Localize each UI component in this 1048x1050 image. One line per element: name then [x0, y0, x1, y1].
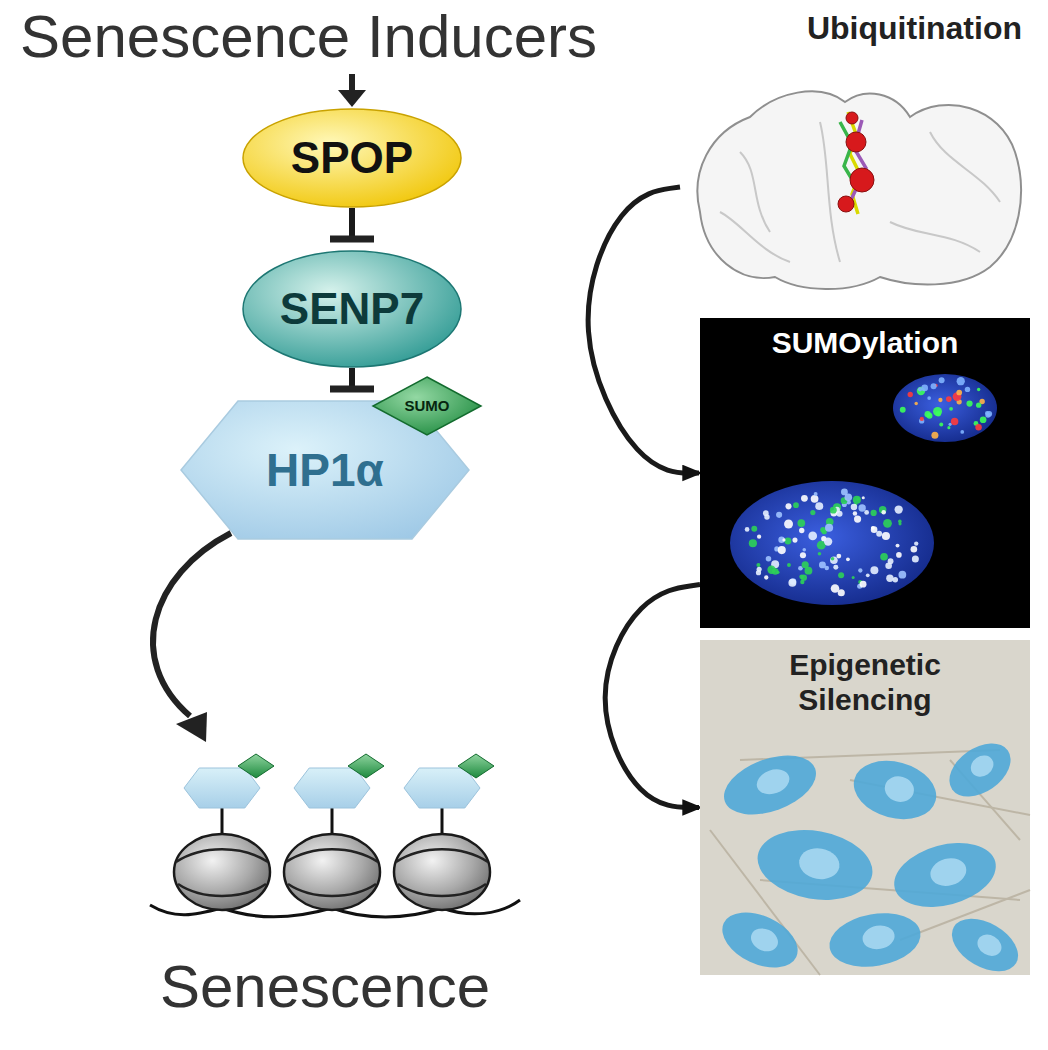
node-label: SENP7 — [280, 284, 424, 335]
inhibition-connector — [349, 208, 355, 239]
microscopy-panel: SUMOylation — [700, 318, 1030, 628]
node-label: Ubiquitination — [807, 10, 1022, 47]
curved-arrow — [153, 533, 231, 716]
protein-ellipse: SPOP — [242, 108, 462, 208]
curved-connector — [588, 187, 699, 473]
nucleosome-group — [174, 754, 494, 910]
staining-panel: Epigenetic Silencing — [700, 640, 1030, 975]
node-label: Epigenetic Silencing — [730, 648, 1000, 717]
node-label: SUMO — [405, 397, 450, 414]
nucleosome — [394, 754, 494, 910]
stained-cells — [710, 732, 1030, 982]
induction-arrow — [349, 74, 355, 92]
protein-ellipse: SENP7 — [242, 250, 462, 368]
arrowhead — [176, 712, 207, 742]
inhibition-connector — [349, 368, 355, 389]
nucleosome — [284, 754, 384, 910]
cell-nucleus — [730, 481, 934, 605]
pathway-label: Senescence — [0, 952, 650, 1021]
protein-surface — [697, 91, 1021, 289]
sumo-diamond: SUMO — [372, 376, 482, 436]
structure-panel-outline — [680, 6, 1030, 298]
arrowhead — [338, 90, 366, 107]
nucleosome — [174, 754, 274, 910]
microscopy-panel-outline — [700, 318, 1030, 628]
node-label: SUMOylation — [772, 326, 959, 361]
node-label: HP1α — [266, 444, 384, 497]
pathway-label: Senescence Inducers — [20, 2, 597, 71]
node-label: SPOP — [291, 133, 413, 184]
cell-nucleus — [893, 374, 997, 442]
structure-panel: Ubiquitination — [680, 6, 1030, 298]
curved-connector — [605, 585, 700, 808]
